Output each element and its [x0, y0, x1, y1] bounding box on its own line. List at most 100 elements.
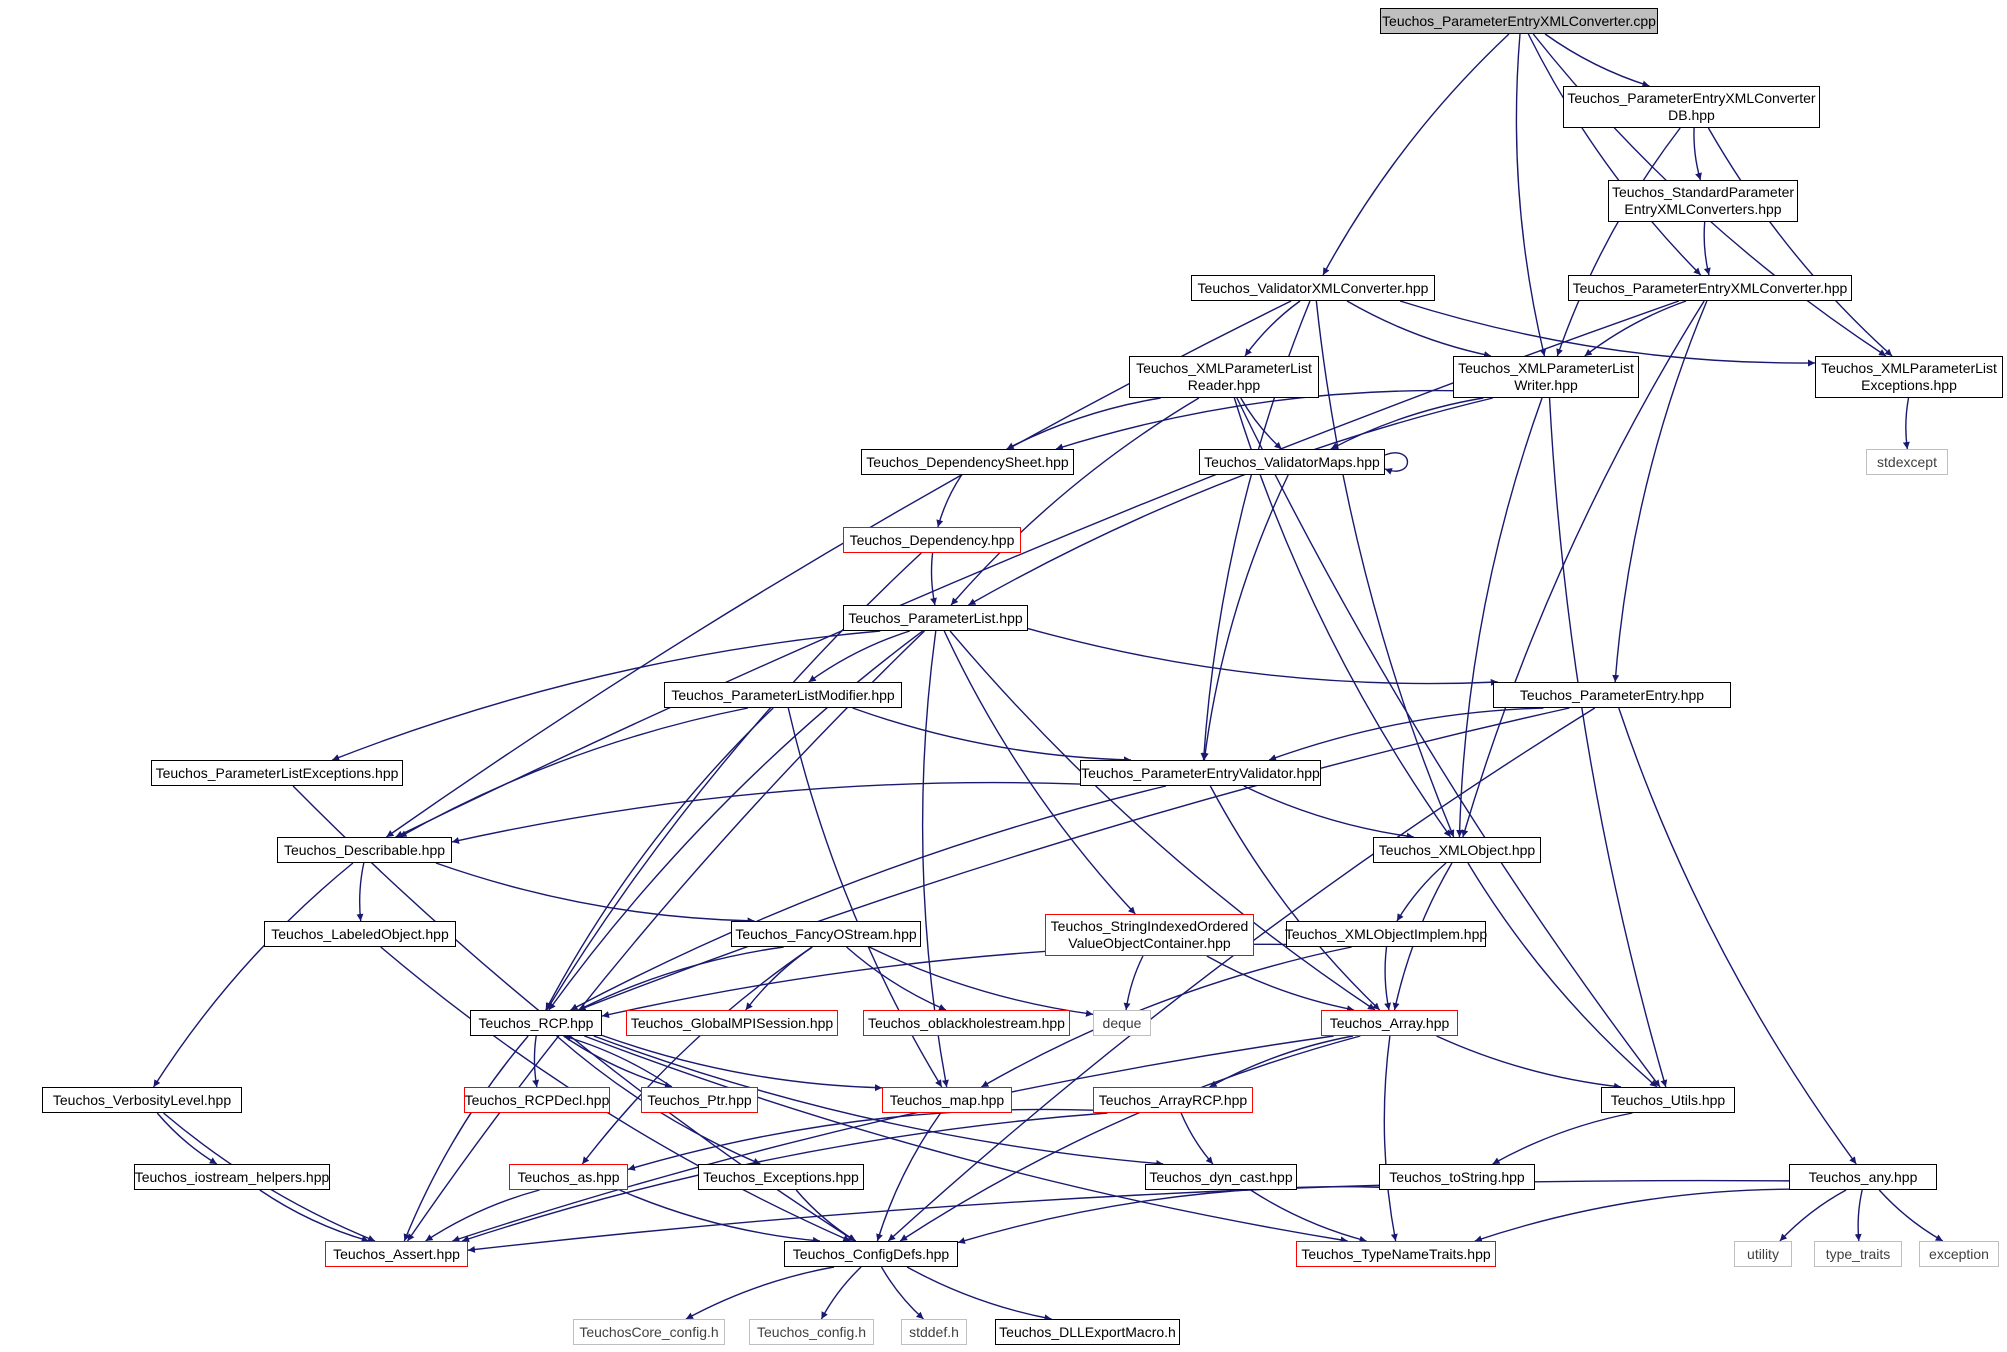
node-map[interactable]: Teuchos_map.hpp	[882, 1087, 1012, 1113]
edge-as-assert	[425, 1189, 540, 1242]
node-dll-export-macro[interactable]: Teuchos_DLLExportMacro.h	[995, 1319, 1180, 1345]
node-converter-db[interactable]: Teuchos_ParameterEntryXMLConverter DB.hp…	[1563, 86, 1820, 128]
node-root-cpp[interactable]: Teuchos_ParameterEntryXMLConverter.cpp	[1380, 8, 1658, 34]
edge-depsheet-dep	[936, 474, 963, 528]
edge-fancy-oblack	[846, 946, 947, 1011]
edge-plmod-desc	[399, 707, 749, 838]
node-stddef[interactable]: stddef.h	[901, 1319, 967, 1345]
node-xml-plist-writer[interactable]: Teuchos_XMLParameterList Writer.hpp	[1453, 356, 1639, 398]
node-assert[interactable]: Teuchos_Assert.hpp	[325, 1241, 468, 1267]
edge-plmod-map	[787, 707, 943, 1088]
edge-fancy-rcp	[578, 946, 784, 1011]
node-type-name-traits[interactable]: Teuchos_TypeNameTraits.hpp	[1296, 1241, 1496, 1267]
node-rcp-decl[interactable]: Teuchos_RCPDecl.hpp	[464, 1087, 610, 1113]
node-xml-object[interactable]: Teuchos_XMLObject.hpp	[1373, 837, 1541, 863]
node-describable[interactable]: Teuchos_Describable.hpp	[277, 837, 452, 863]
node-dependency-sheet[interactable]: Teuchos_DependencySheet.hpp	[861, 449, 1074, 475]
edge-verb-iohelp	[156, 1112, 218, 1165]
edge-pexml-writer	[1584, 300, 1687, 357]
edge-array-tnt	[1383, 1035, 1398, 1242]
edge-map-config	[876, 1112, 942, 1242]
node-validator-xml-converter[interactable]: Teuchos_ValidatorXMLConverter.hpp	[1191, 275, 1435, 301]
node-dyn-cast[interactable]: Teuchos_dyn_cast.hpp	[1145, 1164, 1297, 1190]
edge-rcp-assert	[403, 1035, 529, 1242]
edge-reader-utils	[1236, 397, 1661, 1088]
edge-writer-utils	[1548, 397, 1668, 1088]
node-parameter-entry-validator[interactable]: Teuchos_ParameterEntryValidator.hpp	[1080, 760, 1321, 786]
node-dependency[interactable]: Teuchos_Dependency.hpp	[843, 527, 1021, 553]
edge-plist-plmod	[808, 630, 910, 683]
node-verbosity-level[interactable]: Teuchos_VerbosityLevel.hpp	[42, 1087, 242, 1113]
edge-writer-valmaps	[1330, 397, 1484, 450]
edge-arcp-dyncast	[1180, 1112, 1214, 1165]
node-parameter-entry-xml-converter[interactable]: Teuchos_ParameterEntryXMLConverter.hpp	[1568, 275, 1852, 301]
node-utility[interactable]: utility	[1734, 1241, 1792, 1267]
edge-utils-tostr	[1492, 1112, 1633, 1165]
edge-pev-desc	[451, 781, 1081, 844]
edge-any-typetraits	[1854, 1189, 1863, 1242]
edge-any-exception	[1878, 1189, 1944, 1242]
node-rcp[interactable]: Teuchos_RCP.hpp	[470, 1010, 602, 1036]
node-any[interactable]: Teuchos_any.hpp	[1789, 1164, 1937, 1190]
edge-pentry-rcp	[578, 707, 1570, 1011]
node-config-defs[interactable]: Teuchos_ConfigDefs.hpp	[784, 1241, 958, 1267]
edge-writer-plist	[968, 397, 1493, 606]
node-utils[interactable]: Teuchos_Utils.hpp	[1601, 1087, 1735, 1113]
edge-pexml-pentry	[1612, 300, 1708, 683]
edge-stdconv-pexml	[1703, 221, 1711, 276]
node-xml-plist-exceptions[interactable]: Teuchos_XMLParameterList Exceptions.hpp	[1815, 356, 2003, 398]
node-fancy-ostream[interactable]: Teuchos_FancyOStream.hpp	[731, 921, 921, 947]
node-standard-converters[interactable]: Teuchos_StandardParameter EntryXMLConver…	[1608, 180, 1798, 222]
edge-reader-plist	[950, 397, 1200, 606]
node-deque[interactable]: deque	[1093, 1010, 1151, 1036]
edge-strind-deque	[1123, 955, 1144, 1011]
node-array[interactable]: Teuchos_Array.hpp	[1321, 1010, 1458, 1036]
node-oblackholestream[interactable]: Teuchos_oblackholestream.hpp	[863, 1010, 1070, 1036]
node-array-rcp[interactable]: Teuchos_ArrayRCP.hpp	[1093, 1087, 1253, 1113]
node-parameter-entry[interactable]: Teuchos_ParameterEntry.hpp	[1493, 682, 1731, 708]
edge-ptr-rcp	[563, 1034, 673, 1088]
node-global-mpi-session[interactable]: Teuchos_GlobalMPISession.hpp	[626, 1010, 838, 1036]
edge-exc-config	[795, 1189, 857, 1242]
node-exception[interactable]: exception	[1919, 1241, 1999, 1267]
node-string-indexed-container[interactable]: Teuchos_StringIndexedOrdered ValueObject…	[1045, 914, 1254, 956]
edge-xplexc-stdexcept	[1902, 397, 1910, 450]
edge-config-dll	[906, 1266, 1052, 1322]
edge-root-writer	[1515, 33, 1547, 357]
node-as[interactable]: Teuchos_as.hpp	[509, 1164, 628, 1190]
edge-convdb-writer	[1556, 127, 1681, 357]
node-parameter-list-modifier[interactable]: Teuchos_ParameterListModifier.hpp	[664, 682, 902, 708]
node-xml-plist-reader[interactable]: Teuchos_XMLParameterList Reader.hpp	[1129, 356, 1319, 398]
edge-labeled-config	[380, 946, 851, 1242]
edge-pev-rcp	[570, 785, 1167, 1011]
node-iostream-helpers[interactable]: Teuchos_iostream_helpers.hpp	[134, 1164, 330, 1190]
edge-arcp-as	[627, 1108, 1094, 1171]
node-type-traits[interactable]: type_traits	[1814, 1241, 1902, 1267]
edge-convdb-stdconv	[1693, 127, 1702, 181]
edge-plmod-rcp	[545, 707, 774, 1011]
node-labeled-object[interactable]: Teuchos_LabeledObject.hpp	[264, 921, 456, 947]
edge-convdb-xplexc	[1707, 127, 1893, 357]
edge-root-convdb	[1544, 33, 1650, 88]
node-teuchos-config[interactable]: Teuchos_config.h	[749, 1319, 874, 1345]
node-stdexcept[interactable]: stdexcept	[1866, 449, 1948, 475]
node-validator-maps[interactable]: Teuchos_ValidatorMaps.hpp	[1199, 449, 1385, 475]
node-to-string[interactable]: Teuchos_toString.hpp	[1379, 1164, 1535, 1190]
node-parameter-list[interactable]: Teuchos_ParameterList.hpp	[843, 605, 1028, 631]
node-exceptions[interactable]: Teuchos_Exceptions.hpp	[698, 1164, 864, 1190]
edge-writer-xmlobj	[1456, 397, 1543, 838]
edge-desc-fancy	[435, 862, 755, 925]
node-xml-object-implem[interactable]: Teuchos_XMLObjectImplem.hpp	[1285, 921, 1487, 947]
node-ptr[interactable]: Teuchos_Ptr.hpp	[641, 1087, 758, 1113]
node-teuchoscore-config[interactable]: TeuchosCore_config.h	[573, 1319, 725, 1345]
edge-plist-assert	[406, 630, 925, 1242]
edge-reader-depsheet	[1006, 397, 1161, 450]
edge-xmlimpl-array	[1384, 946, 1392, 1011]
edge-plist-array	[949, 630, 1376, 1011]
edge-any-assert	[467, 1179, 1790, 1253]
node-parameter-list-exceptions[interactable]: Teuchos_ParameterListExceptions.hpp	[151, 760, 403, 786]
edge-pentry-config	[887, 707, 1596, 1242]
edge-config-corecfg	[685, 1266, 835, 1320]
